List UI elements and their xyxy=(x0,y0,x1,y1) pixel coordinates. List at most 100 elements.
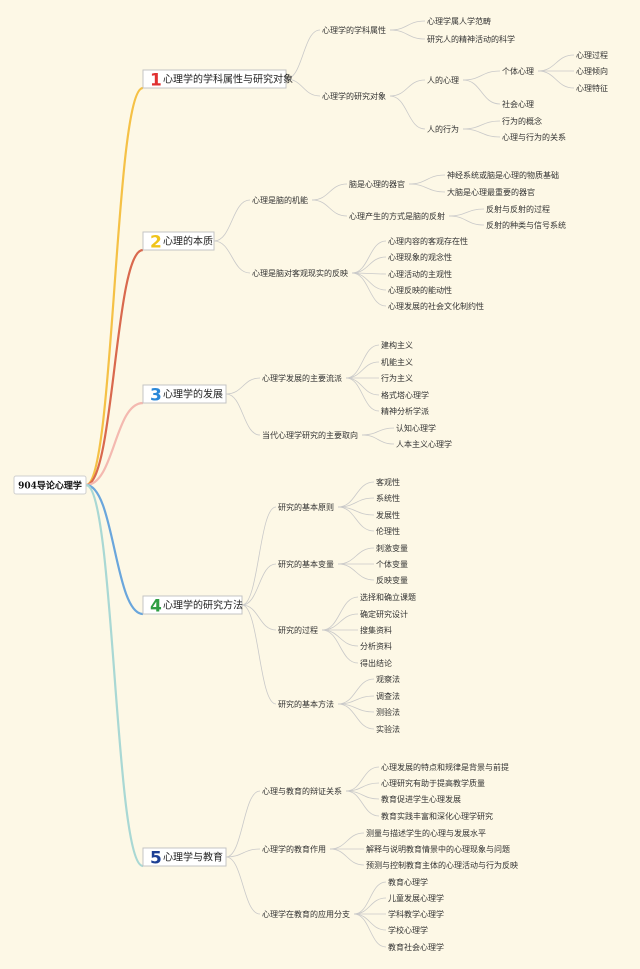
topic-node[interactable]: 观察法 xyxy=(376,674,400,684)
topic-node[interactable]: 选择和确立课题 xyxy=(360,592,416,602)
topic-node[interactable]: 得出结论 xyxy=(360,658,392,668)
topic-node[interactable]: 测量与描述学生的心理与发展水平 xyxy=(366,828,486,838)
topic-node[interactable]: 教育实践丰富和深化心理学研究 xyxy=(381,811,493,821)
topic-node[interactable]: 搜集资料 xyxy=(360,625,392,635)
topic-label: 人的行为 xyxy=(427,124,459,134)
topic-node[interactable]: 精神分析学派 xyxy=(381,406,429,416)
topic-node[interactable]: 机能主义 xyxy=(381,357,413,367)
topic-node[interactable]: 心理发展的特点和规律是背景与前提 xyxy=(381,762,509,772)
topic-label: 心理与行为的关系 xyxy=(502,132,566,142)
topic-node[interactable]: 调查法 xyxy=(376,691,400,701)
topic-connector xyxy=(337,678,375,705)
topic-node[interactable]: 系统性 xyxy=(376,493,400,503)
topic-node[interactable]: 人本主义心理学 xyxy=(396,439,452,449)
topic-node[interactable]: 心理是脑的机能 xyxy=(252,195,308,205)
topic-node[interactable]: 分析资料 xyxy=(360,641,392,651)
topic-node[interactable]: 当代心理学研究的主要取向 xyxy=(262,430,358,440)
topic-node[interactable]: 心理倾向 xyxy=(576,66,608,76)
topic-node[interactable]: 研究的基本方法 xyxy=(278,699,334,709)
topic-node[interactable]: 儿童发展心理学 xyxy=(388,893,444,903)
topic-node[interactable]: 研究人的精神活动的科学 xyxy=(427,34,515,44)
topic-node[interactable]: 教育社会心理学 xyxy=(388,942,444,952)
topic-label: 人本主义心理学 xyxy=(396,439,452,449)
branch-node-box xyxy=(142,231,215,251)
topic-node[interactable]: 心理反映的能动性 xyxy=(388,285,452,295)
topic-label: 研究的过程 xyxy=(278,625,318,635)
topic-connector xyxy=(321,629,359,647)
topic-node[interactable]: 心理学的研究对象 xyxy=(322,91,386,101)
topic-connector xyxy=(213,240,251,274)
topic-node[interactable]: 客观性 xyxy=(376,477,400,487)
topic-node[interactable]: 个体心理 xyxy=(502,66,534,76)
root-node[interactable]: 904导论心理学 xyxy=(13,475,87,495)
topic-node[interactable]: 反射的种类与信号系统 xyxy=(486,220,566,230)
topic-node[interactable]: 教育心理学 xyxy=(388,877,428,887)
topic-node[interactable]: 发展性 xyxy=(376,510,400,520)
topic-node[interactable]: 心理学在教育的应用分支 xyxy=(262,909,350,919)
topic-node[interactable]: 反射与反射的过程 xyxy=(486,204,550,214)
topic-node[interactable]: 心理内容的客观存在性 xyxy=(388,236,468,246)
topic-connector xyxy=(345,361,380,379)
topic-connector xyxy=(353,881,387,915)
topic-node[interactable]: 研究的基本原则 xyxy=(278,502,334,512)
topic-node[interactable]: 心理现象的观念性 xyxy=(388,252,452,262)
topic-node[interactable]: 行为主义 xyxy=(381,373,413,383)
topic-label: 得出结论 xyxy=(360,658,392,668)
topic-label: 社会心理 xyxy=(502,99,534,109)
topic-node[interactable]: 学科教学心理学 xyxy=(388,909,444,919)
topic-node[interactable]: 心理学的教育作用 xyxy=(262,844,326,854)
branch-connector xyxy=(85,86,144,487)
topic-node[interactable]: 心理与行为的关系 xyxy=(502,132,566,142)
topic-node[interactable]: 心理是脑对客观现实的反映 xyxy=(252,268,348,278)
topic-node[interactable]: 测验法 xyxy=(376,707,400,717)
topic-node[interactable]: 格式塔心理学 xyxy=(381,390,429,400)
topic-node[interactable]: 社会心理 xyxy=(502,99,534,109)
topic-node[interactable]: 心理产生的方式是脑的反射 xyxy=(349,211,445,221)
topic-node[interactable]: 建构主义 xyxy=(381,340,413,350)
topic-label: 心理反映的能动性 xyxy=(388,285,452,295)
topic-node[interactable]: 心理与教育的辩证关系 xyxy=(262,786,342,796)
topic-node[interactable]: 心理过程 xyxy=(576,50,608,60)
topic-node[interactable]: 刺激变量 xyxy=(376,543,408,553)
topic-node[interactable]: 大脑是心理最重要的器官 xyxy=(447,187,535,197)
topic-node[interactable]: 心理特征 xyxy=(576,83,608,93)
topic-node[interactable]: 认知心理学 xyxy=(396,423,436,433)
topic-node[interactable]: 心理研究有助于提高教学质量 xyxy=(381,778,485,788)
topic-label: 研究的基本原则 xyxy=(278,502,334,512)
topic-connector xyxy=(337,703,375,730)
topic-label: 心理是脑的机能 xyxy=(252,195,308,205)
topic-node[interactable]: 伦理性 xyxy=(376,526,400,536)
topic-node[interactable]: 心理学的学科属性 xyxy=(322,25,386,35)
topic-node[interactable]: 行为的概念 xyxy=(502,116,542,126)
topic-label: 心理是脑对客观现实的反映 xyxy=(252,268,348,278)
topic-node[interactable]: 研究的过程 xyxy=(278,625,318,635)
topic-label: 刺激变量 xyxy=(376,543,408,553)
topic-node[interactable]: 解释与说明教育情景中的心理现象与问题 xyxy=(366,844,510,854)
topic-connector xyxy=(462,79,501,105)
topic-node[interactable]: 教育促进学生心理发展 xyxy=(381,794,461,804)
topic-node[interactable]: 脑是心理的器官 xyxy=(349,179,405,189)
topic-node[interactable]: 反映变量 xyxy=(376,575,408,585)
topic-node[interactable]: 心理学发展的主要流派 xyxy=(262,373,342,383)
topic-node[interactable]: 人的行为 xyxy=(427,124,459,134)
topic-label: 教育心理学 xyxy=(388,877,428,887)
topic-node[interactable]: 研究的基本变量 xyxy=(278,559,334,569)
topic-node[interactable]: 预测与控制教育主体的心理活动与行为反映 xyxy=(366,860,518,870)
topic-node[interactable]: 心理发展的社会文化制约性 xyxy=(388,301,484,311)
topic-node[interactable]: 学校心理学 xyxy=(388,925,428,935)
topic-node[interactable]: 心理学属人学范畴 xyxy=(427,16,491,26)
topic-node[interactable]: 人的心理 xyxy=(427,75,459,85)
topic-node[interactable]: 确定研究设计 xyxy=(360,609,408,619)
topic-node[interactable]: 心理活动的主观性 xyxy=(388,269,452,279)
topic-node[interactable]: 神经系统或脑是心理的物质基础 xyxy=(447,170,559,180)
branch-number: 1 xyxy=(150,71,162,91)
topic-connector xyxy=(345,790,380,817)
topic-node[interactable]: 实验法 xyxy=(376,724,400,734)
topic-connector xyxy=(351,240,387,274)
topic-node[interactable]: 个体变量 xyxy=(376,559,408,569)
